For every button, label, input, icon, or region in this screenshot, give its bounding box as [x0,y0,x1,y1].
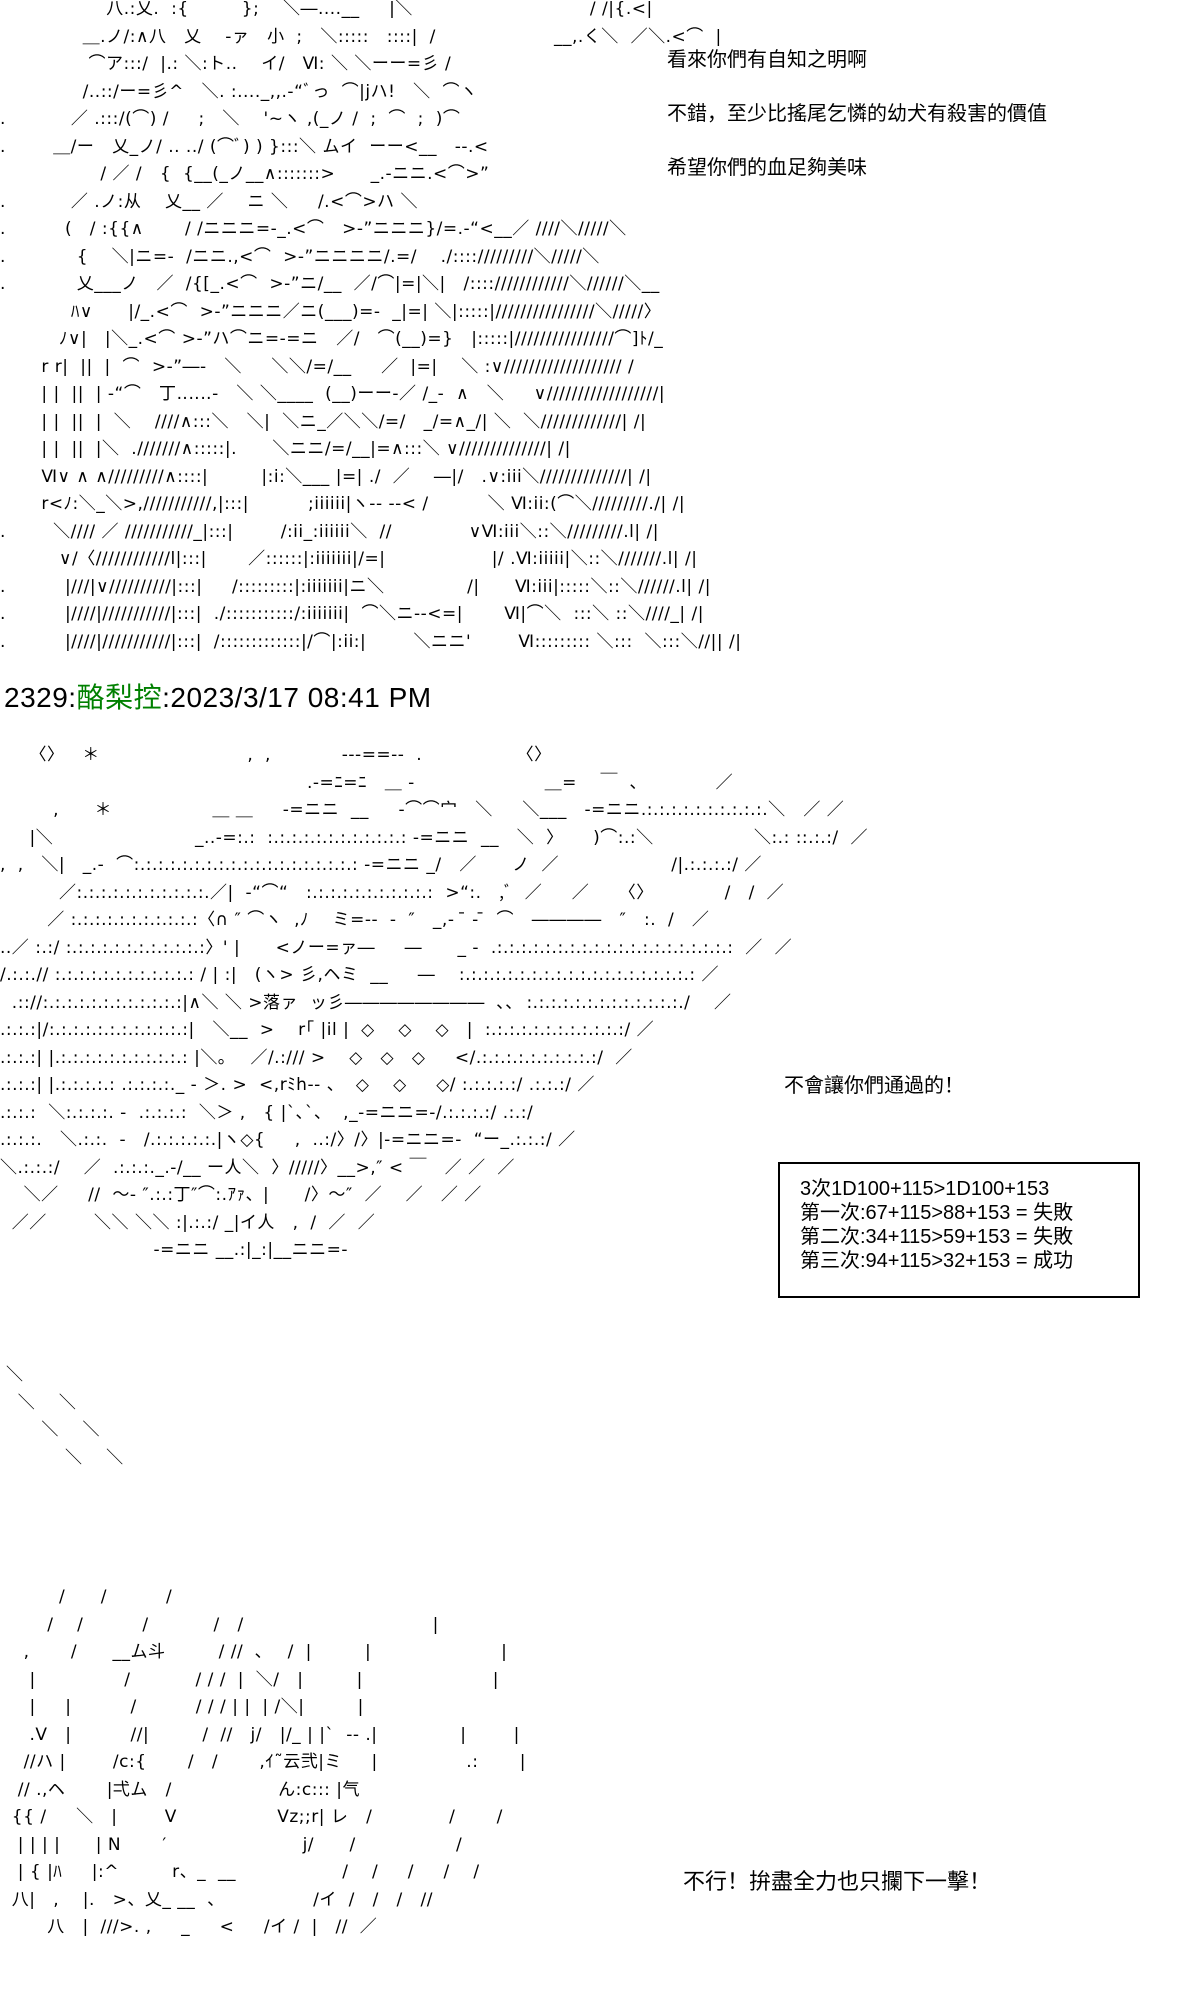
ascii-art-line: , / __ム斗 / // ､ / | | | [0,1642,508,1662]
ascii-art-line: .:.:.:| |.:.:.:.:.:.:.:.:.:.:.: |＼｡ ／/.:… [0,1047,633,1068]
ascii-art-line: Ⅵ∨ ∧ ∧/////////∧::::| |:i:＼___ |=| ./ ／ … [0,466,652,487]
dice-roll-result: 第一次:67+115>88+153 = 失敗 [800,1202,1074,1224]
dice-roll-result: 第二次:34+115>59+153 = 失敗 [800,1226,1074,1248]
ascii-art-line: | | || | ＼ ////∧:::＼ ＼| ＼ニ_／＼＼/=/ _/=∧_/… [0,411,647,432]
ascii-art-line: ＿.ノ/:∧八 乂 ‐ァ 小 ; ＼::::: ::::| / __,.く＼ ／… [0,26,722,47]
ascii-art-line: // .,ヘ |弌ム / ん:c::: |气 [0,1779,361,1800]
ascii-art-line: ＼.:.:.:/ ／ .:.:.:._.‐/__ ー人＼ 〉/////〉__>,… [0,1157,515,1178]
ascii-art-line: ＼ ＼ [6,1420,101,1440]
ascii-art-scene-2: 〈〉 ＊ , , ---==-- . 〈〉 .-=ﾆ=ﾆ ＿ - ＿= ￣ ､ … [0,742,868,1265]
ascii-art-line: | { |ﾊ |:^ r、_ __ / / / / / [0,1862,480,1882]
ascii-art-line: ..／ :.:/ :.:.:.:.:.:.:.:.:.:.:.:〉' | <ノー… [0,937,793,958]
ascii-art-scene-1: 八.:乂. :{ }; ＼―....__ |＼ / /|{.<| ＿.ノ/:∧八… [0,0,741,656]
ascii-art-line: ⌒ア:::/ |.: ＼:ト.. イ/ Ⅵ: ＼ ＼ーー=彡 / [0,54,452,74]
ascii-art-line: |＼ _..-=:.: :.:.:.:.:.:.:.:.:.:.:.: -=ニニ… [0,827,868,848]
ascii-art-line: 八.:乂. :{ }; ＼―....__ |＼ / /|{.<| [0,0,653,19]
dice-roll-header: 3次1D100+115>1D100+153 [800,1178,1050,1200]
dialog-line: 希望你們的血足夠美味 [667,154,867,180]
dialog-line: 看來你們有自知之明啊 [667,46,867,72]
dialog-line: 不行！拚盡全力也只攔下一擊！ [683,1870,992,1895]
ascii-art-line: .:.:.:. ＼.:.:. ‐ /.:.:.:.:.:.|ヽ◇{ , ..:/… [0,1130,576,1150]
post-header: 2329:酪梨控:2023/3/17 08:41 PM [4,682,432,713]
ascii-art-line: .:.:.: ＼:.:.:.:. - .:.:.:.: ＼＞ , { |`､`、… [0,1102,534,1123]
dice-roll-box: 3次1D100+115>1D100+153 第一次:67+115>88+153 … [778,1162,1140,1298]
ascii-art-line: .:://:.:.:.:.:.:.:.:.:.:.:.:|∧＼ ＼ >落ァ ッ彡… [0,992,732,1013]
ascii-art-line: //ハ | /c:{ / / ,ｲ˜云弐|ミ | .: | [0,1752,526,1772]
ascii-art-line: . ( / :{{∧ / /ニニニ=-_.<⌒ >‐”ニニニ}/=.‐“<__／… [0,219,627,239]
ascii-art-line: , , ＼| _.- ⌒:.:.:.:.:.:.:.:.:.:.:.:.:.:.… [0,855,762,875]
ascii-art-line: /..::/ー=彡^ ＼. :...._,,.‐“ﾞっ ⌒|jハ! ＼ ⌒ヽ [0,81,478,102]
ascii-art-line: . ／ .:::/(⌒) / ; ＼ '~ヽ ,(_ノ / ; ⌒ ; )⌒ [0,109,461,129]
post-timestamp: 2023/3/17 08:41 PM [170,682,432,713]
ascii-art-scene-3: / / / / / / / / | , / __ム斗 / // ､ / | | … [0,1584,526,1942]
ascii-art-line: ／／ ＼＼ ＼＼ :|.:.:/ _|イ人 , / ／ ／ [0,1212,376,1233]
ascii-art-line: . ／ .ノ:从 乂__ ／ ニ ＼ /.<⌒>ハ ＼ [0,191,418,212]
ascii-art-line: . ＼//// ／ ///////////_|:::| /:ii_:iiiiii… [0,521,659,542]
ascii-art-line: r r| || | ⌒ >‐”―‐ ＼ ＼＼/=/__ ／ |=| ＼ :∨//… [0,356,635,377]
ascii-art-line: . |////|///////////|:::| /:::::::::::::|… [0,631,742,652]
ascii-art-line: .-=ﾆ=ﾆ ＿ - ＿= ￣ ､ ／ [0,772,734,793]
ascii-art-line: ＼ ＼ [6,1392,77,1413]
ascii-art-line: ﾊ∨ |/_.<⌒ >‐”ニニニ／ニ(___)=- _|=| ＼|:::::|/… [0,301,662,322]
ascii-art-line: 八 | ///>. , _ < /イ / | // ／ [0,1917,378,1937]
dice-roll-result: 第三次:94+115>32+153 = 成功 [800,1250,1074,1272]
ascii-art-line: ＼ ＼ [6,1447,124,1468]
post-author[interactable]: 酪梨控 [76,682,163,713]
ascii-art-line: /.:.:.// :.:.:.:.:.:.:.:.:.:.:.: / | :| … [0,965,720,985]
dialog-line: 不會讓你們通過的！ [784,1073,964,1097]
ascii-art-line: ＼／ // 〜- ″.:.:丁″⌒:.ｱｧ、| /〉〜″ ／ ／ ／ ／ [0,1185,482,1205]
post-number: 2329 [4,682,69,713]
ascii-art-line: .:.:.:|/:.:.:.:.:.:.:.:.:.:.:.:| ＼__ > r… [0,1020,655,1040]
ascii-art-line: | | || | ‐“⌒ 丁‥‥‥‐ ＼ ＼____ (__)ーー-／ /_- … [0,384,666,404]
ascii-art-line: . 乂___ノ ／ /{[_.<⌒ >‐”ニ/__ ／/⌒|=|＼| /::::… [0,274,660,294]
ascii-art-line: . |////|///////////|:::| ./:::::::::::/:… [0,604,705,624]
ascii-art-line: / ／ / { {__(_ノ__∧:::::::> _.-ニニ.<⌒>” [0,164,490,184]
ascii-art-slashes: ＼ ＼ ＼ ＼ ＼ ＼ ＼ [6,1362,124,1472]
ascii-art-line: | | || |＼ .///////∧:::::|. ＼ニニ/=/__|=∧::… [0,439,571,459]
ascii-art-line: -=ニニ __.:|_:|__ニニ=- [0,1240,348,1260]
ascii-art-line: | / / / / | ＼/ | | | [0,1669,499,1690]
ascii-art-line: , ＊ ＿ ＿ -=ニニ __ ‐⌒⌒宀 ＼ ＼___ -=ニニ.:.:.:.:… [0,800,845,820]
ascii-art-line: . |///|∨//////////|:::| /:::::::::|:iiii… [0,576,711,597]
ascii-art-line: / / / / / | [0,1614,439,1635]
ascii-art-line: ／:.:.:.:.:.:.:.:.:.:.:.／| ‐“⌒“ :.:.:.:.:… [0,882,785,903]
ascii-art-line: ∨/〈////////////l|:::| ／::::::|:iiiiiii|/… [0,549,698,569]
ascii-art-line: 八| , |. >、乂_ __ 、 /イ / / / // [0,1889,433,1910]
ascii-art-line: {{ / ＼ | V Vz;;r| レ / / / [0,1807,503,1827]
ascii-art-line: r<ﾉ:＼_＼>,///////////,|:::| ;iiiiii|ヽ-- -… [0,494,686,514]
ascii-art-line: .:.:.:| |.:.:.:.:.: .:.:.:.:._ - ＞. > <,… [0,1075,595,1095]
ascii-art-line: 〈〉 ＊ , , ---==-- . 〈〉 [0,745,552,765]
ascii-art-line: ﾉ∨| |＼_.<⌒ >‐”ハ⌒ニ=-=ニ ／/ ⌒(__)=} |:::::|… [0,329,664,349]
ascii-art-line: . { ＼|ニ=- /ニニ.,<⌒ >‐”ニニニニ/.=/ ./::::////… [0,246,600,267]
ascii-art-line: . ＿/ー 乂_ノ/ .. ../ (⌒ﾞ) ) }:::＼ ムイ ーー<__ … [0,136,489,157]
ascii-art-line: | | / / / / | | | /＼| | [0,1697,364,1717]
ascii-art-line: ／ :.:.:.:.:.:.:.:.:.:.:〈∩ ″ ⌒ヽ ,ﾉ ミ=-- -… [0,910,710,930]
ascii-art-line: | | | | | N ′ j/ / / [0,1834,463,1855]
ascii-art-line: ＼ [6,1365,24,1385]
ascii-art-line: / / / [0,1587,173,1607]
dialog-line: 不錯，至少比搖尾乞憐的幼犬有殺害的價值 [667,100,1047,126]
ascii-art-line: .V | //| / // j/ |/_ | |` -- .| | | [0,1724,520,1745]
